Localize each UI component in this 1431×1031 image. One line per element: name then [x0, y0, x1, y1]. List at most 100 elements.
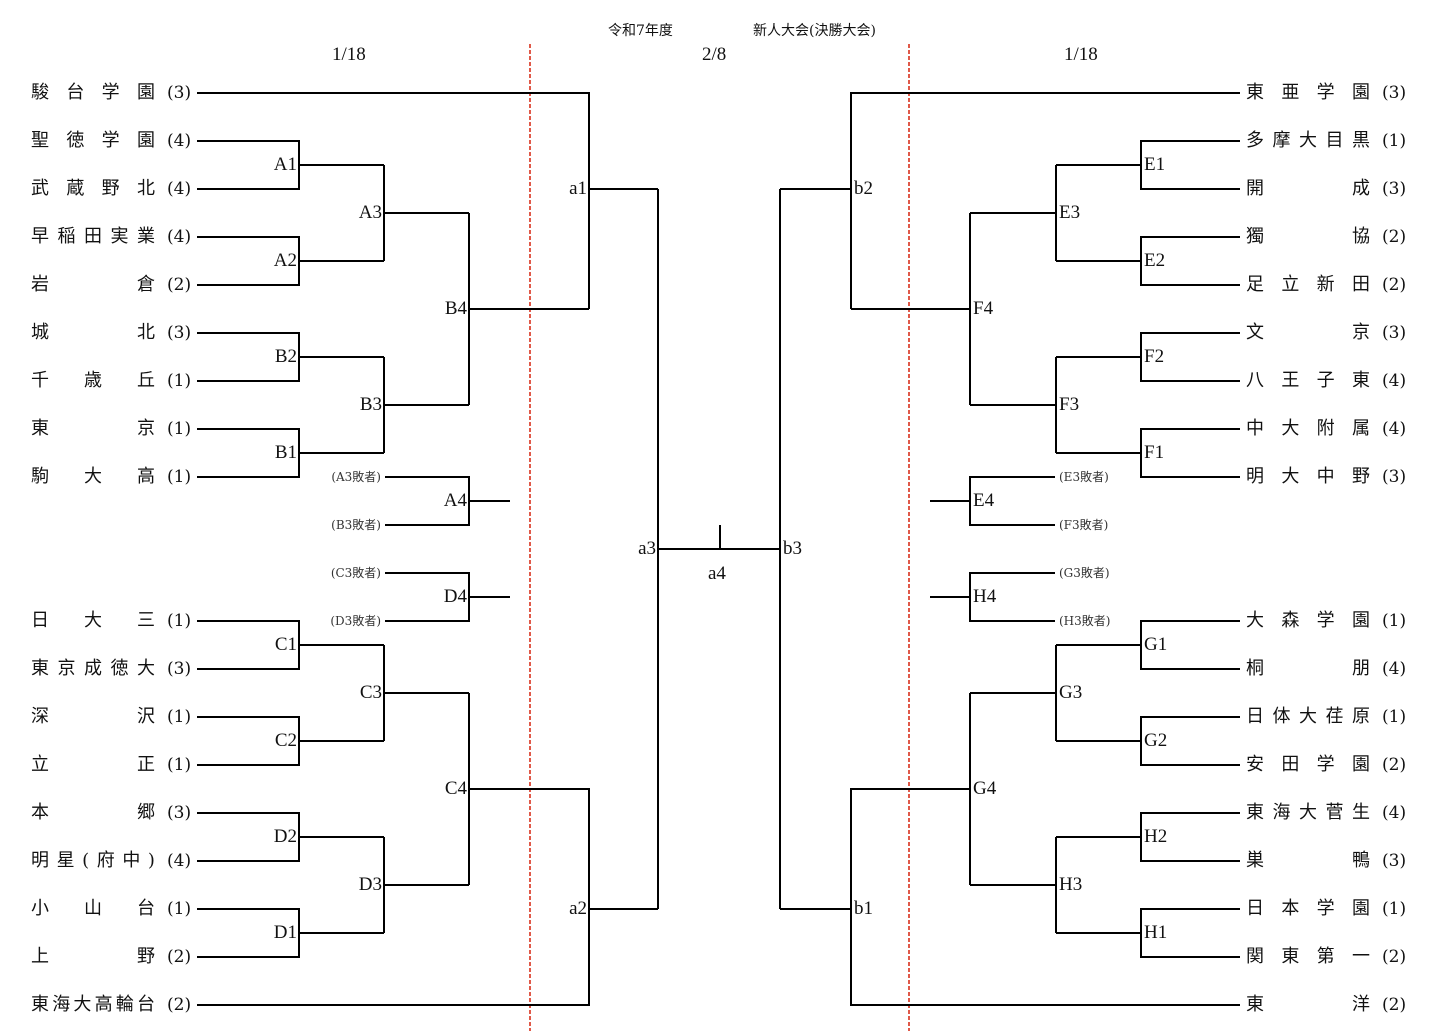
team-name: 城北 [31, 322, 155, 343]
match-node-H3: H3 [1059, 874, 1083, 895]
loser-label-D3: (D3敗者) [330, 614, 381, 628]
team-seed: (4) [167, 851, 192, 871]
date-right: 1/18 [1064, 44, 1098, 65]
team-seed: (1) [167, 611, 192, 631]
match-node-A4: A4 [443, 490, 467, 511]
team-entry: 八王子東(4) [1246, 369, 1406, 393]
date-left: 1/18 [332, 44, 366, 65]
team-entry: 日大三(1) [31, 609, 191, 633]
team-seed: (3) [167, 83, 192, 103]
loser-label-A3: (A3敗者) [331, 470, 381, 484]
match-node-C1: C1 [274, 634, 297, 655]
team-entry: 小山台 (1) [31, 897, 191, 921]
team-name: 文京 [1246, 322, 1370, 343]
team-seed: (2) [1382, 947, 1407, 967]
team-entry: 城北(3) [31, 321, 191, 345]
team-name: 東海大菅生 [1246, 802, 1370, 823]
team-seed: (1) [167, 419, 192, 439]
team-name: 大森学園 [1246, 610, 1370, 631]
team-name: 深沢 [31, 706, 155, 727]
team-entry: 明星(府中)(4) [31, 849, 191, 873]
match-node-a3: a3 [638, 538, 656, 559]
team-seed: (1) [1382, 611, 1407, 631]
bracket-line [197, 788, 590, 1006]
team-name: 早稲田実業 [31, 226, 155, 247]
team-entry: 明大中野(3) [1246, 465, 1406, 489]
team-seed: (2) [167, 947, 192, 967]
team-seed: (1) [1382, 899, 1407, 919]
team-entry: 東海大菅生(4) [1246, 801, 1406, 825]
team-entry: 多摩大目黒(1) [1246, 129, 1406, 153]
header-title: 新人大会(決勝大会) [753, 23, 876, 39]
team-seed: (2) [167, 995, 192, 1015]
team-entry: 日体大荏原(1) [1246, 705, 1406, 729]
team-name: 巣鴨 [1246, 850, 1370, 871]
header-year: 令和7年度 [608, 23, 673, 39]
match-node-H4: H4 [973, 586, 997, 607]
team-name: 岩倉 [31, 274, 155, 295]
match-node-b1: b1 [854, 898, 873, 919]
match-node-G2: G2 [1144, 730, 1168, 751]
match-node-b3: b3 [783, 538, 802, 559]
team-entry: 大森学園 (1) [1246, 609, 1406, 633]
team-name: 聖徳学園 [31, 130, 155, 151]
team-seed: (2) [1382, 755, 1407, 775]
loser-label-B3: (B3敗者) [331, 518, 381, 532]
match-node-D4: D4 [443, 586, 467, 607]
match-node-b2: b2 [854, 178, 873, 199]
team-name: 八王子東 [1246, 370, 1370, 391]
team-name: 東京成徳大 [31, 658, 155, 679]
team-name: 日本学園 [1246, 898, 1370, 919]
team-name: 獨協 [1246, 226, 1370, 247]
match-node-B1: B1 [274, 442, 297, 463]
team-entry: 日本学園 (1) [1246, 897, 1406, 921]
team-name: 武蔵野北 [31, 178, 155, 199]
team-name: 立正 [31, 754, 155, 775]
match-node-E3: E3 [1059, 202, 1081, 223]
team-entry: 駿台学園(3) [31, 81, 191, 105]
team-entry: 東海大高輪台 (2) [31, 993, 191, 1017]
match-node-a1: a1 [569, 178, 587, 199]
match-node-A1: A1 [273, 154, 297, 175]
match-node-E1: E1 [1144, 154, 1166, 175]
team-seed: (1) [167, 707, 192, 727]
team-seed: (1) [167, 755, 192, 775]
team-entry: 岩倉(2) [31, 273, 191, 297]
team-seed: (4) [1382, 659, 1407, 679]
team-entry: 巣鴨(3) [1246, 849, 1406, 873]
bracket-line [850, 788, 1240, 1006]
team-seed: (2) [1382, 275, 1407, 295]
match-node-D3: D3 [358, 874, 382, 895]
team-entry: 聖徳学園(4) [31, 129, 191, 153]
team-entry: 早稲田実業 (4) [31, 225, 191, 249]
team-name: 本郷 [31, 802, 155, 823]
team-entry: 中大附属(4) [1246, 417, 1406, 441]
team-entry: 深沢 (1) [31, 705, 191, 729]
team-seed: (4) [167, 227, 192, 247]
team-seed: (2) [1382, 995, 1407, 1015]
team-entry: 東洋(2) [1246, 993, 1406, 1017]
match-node-C2: C2 [274, 730, 297, 751]
match-node-A3: A3 [358, 202, 382, 223]
loser-label-E3: (E3敗者) [1059, 470, 1109, 484]
team-entry: 桐朋(4) [1246, 657, 1406, 681]
match-node-F3: F3 [1059, 394, 1080, 415]
team-name: 足立新田 [1246, 274, 1370, 295]
team-seed: (2) [1382, 227, 1407, 247]
loser-label-F3: (F3敗者) [1059, 518, 1109, 532]
team-name: 東京 [31, 418, 155, 439]
team-name: 東海大高輪台 [31, 994, 155, 1015]
match-node-G1: G1 [1144, 634, 1168, 655]
team-seed: (3) [1382, 179, 1407, 199]
match-node-C3: C3 [359, 682, 382, 703]
team-name: 小山台 [31, 898, 155, 919]
team-seed: (3) [1382, 83, 1407, 103]
bracket-line [197, 92, 590, 309]
team-seed: (1) [167, 899, 192, 919]
team-entry: 文京 (3) [1246, 321, 1406, 345]
team-name: 日体大荏原 [1246, 706, 1370, 727]
team-seed: (3) [1382, 323, 1407, 343]
match-node-F4: F4 [973, 298, 994, 319]
team-name: 関東第一 [1246, 946, 1370, 967]
